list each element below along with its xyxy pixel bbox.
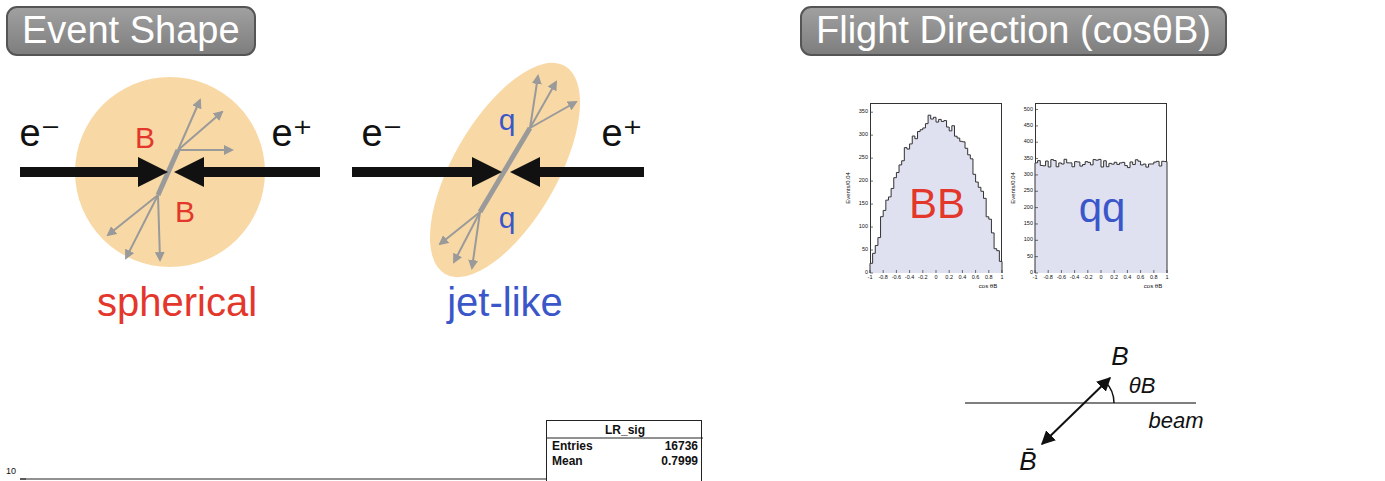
tick-label: -0.6 [892, 275, 901, 281]
axis-title: cos θB [979, 283, 997, 289]
histograms [870, 110, 1167, 273]
tick-label: 0.2 [1110, 275, 1118, 281]
particle-label: e⁻ [361, 114, 402, 152]
stats-text: LR_sig [605, 424, 645, 436]
beam-line [965, 402, 1196, 404]
particle-label: e⁺ [271, 114, 312, 152]
tick-label: 350 [1024, 156, 1033, 162]
shape-outline [75, 77, 265, 267]
axis-title: Events/0.04 [845, 172, 851, 204]
tick-label: 0.8 [1150, 275, 1158, 281]
tick-label: -0.6 [1057, 275, 1066, 281]
tick-label: 250 [859, 155, 868, 161]
shape-label: q [499, 105, 516, 135]
plot-frame-edge [20, 479, 546, 480]
axis-tick [20, 479, 26, 480]
header-text: Event Shape [22, 11, 240, 49]
header-text: Flight Direction (cosθB) [816, 11, 1211, 49]
tick-label: -1 [868, 275, 873, 281]
tick-label: 100 [859, 224, 868, 230]
tick-label: -0.4 [905, 275, 914, 281]
tick-label: 0 [1099, 275, 1102, 281]
tick-label: 0.8 [985, 275, 993, 281]
tick-label: 0.6 [972, 275, 980, 281]
particle-label: B̄ [1019, 448, 1036, 474]
spherical-event-shape: BB [75, 77, 265, 267]
histogram-outline [870, 115, 1002, 273]
particle-label: e⁺ [601, 114, 642, 152]
shape-outline [405, 48, 605, 292]
tick-label: 250 [1024, 189, 1033, 195]
stats-text: 0.7999 [661, 455, 698, 467]
shape-label: B [135, 123, 155, 153]
shape-label: BB [909, 183, 965, 225]
histogram-frame: qq [1035, 103, 1167, 273]
histogram-outline [1035, 159, 1167, 273]
shape-label: qq [1079, 187, 1126, 229]
beam-label: beam [1148, 410, 1203, 432]
tick-label: -1 [1033, 275, 1038, 281]
shape-caption: spherical [97, 282, 257, 322]
tick-label: 0.6 [1137, 275, 1145, 281]
shape-label: q [499, 203, 516, 233]
axis-ticks [1035, 110, 1167, 273]
tick-label: 350 [859, 109, 868, 115]
tick-label: 1 [1165, 275, 1168, 281]
tick-label: 0 [934, 275, 937, 281]
angle-arc [1106, 382, 1115, 403]
tick-label: 300 [859, 132, 868, 138]
tick-label: 0 [865, 270, 868, 276]
tick-label: 1 [1000, 275, 1003, 281]
tick-label: 100 [1024, 238, 1033, 244]
tick-label: 200 [1024, 205, 1033, 211]
tick-label: 450 [1024, 123, 1033, 129]
particle-label: B [1111, 343, 1128, 369]
axis-title: Events/0.04 [1010, 172, 1016, 204]
tick-label: 500 [1024, 107, 1033, 113]
particle-label: e⁻ [19, 114, 60, 152]
tick-label: -0.8 [878, 275, 887, 281]
tick-label: 0.4 [1124, 275, 1132, 281]
jet-event-shape: qq [405, 48, 605, 292]
stats-text: 16736 [665, 440, 698, 452]
event-jet-ellipse [400, 40, 610, 300]
stats-divider [547, 438, 703, 439]
tick-label: -0.2 [918, 275, 927, 281]
tick-label: 150 [1024, 221, 1033, 227]
tick-label: -0.4 [1070, 275, 1079, 281]
event-sphere [75, 77, 265, 267]
b-direction-arrow [1042, 378, 1110, 444]
histogram-fill [870, 115, 1002, 273]
section-header: Flight Direction (cosθB) [800, 6, 1227, 56]
tick-label: 0.4 [959, 275, 967, 281]
stats-text: Mean [552, 455, 583, 467]
tick-label: 400 [1024, 139, 1033, 145]
section-header: Event Shape [6, 6, 256, 56]
shape-caption: jet-like [447, 282, 563, 322]
tick-label: 0 [1030, 270, 1033, 276]
tick-label: 300 [1024, 172, 1033, 178]
shape-label: B [175, 197, 195, 227]
tick-label: 50 [1027, 254, 1033, 260]
tick-label: -0.8 [1043, 275, 1052, 281]
axis-ticks [870, 112, 1002, 273]
tick-label: 200 [859, 178, 868, 184]
tick-label: -0.2 [1083, 275, 1092, 281]
tick-label: 150 [859, 201, 868, 207]
axis-title: cos θB [1144, 283, 1162, 289]
stats-box: LR_sigEntries 16736Mean 0.7999 [546, 420, 702, 481]
histogram-fill [1035, 159, 1167, 273]
angle-label: θB [1129, 375, 1156, 397]
stats-text: Entries [552, 440, 593, 452]
tick-label: 50 [862, 247, 868, 253]
axis-number: 10 [6, 467, 16, 476]
tick-label: 0.2 [945, 275, 953, 281]
histogram-frame: BB [870, 103, 1002, 273]
